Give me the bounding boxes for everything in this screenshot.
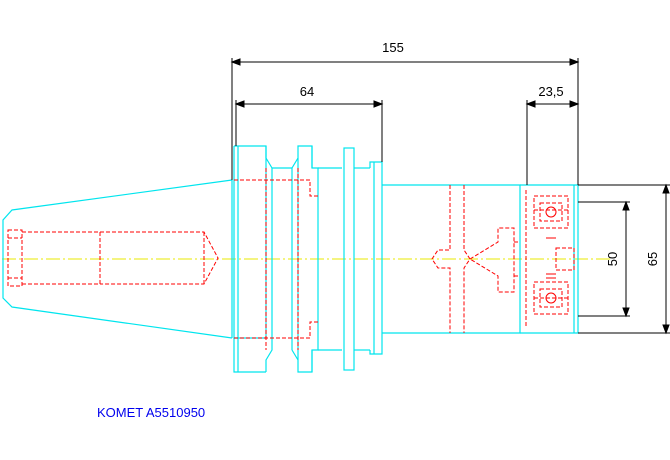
lower-screw-icon <box>545 292 557 304</box>
part-number-caption: KOMET A5510950 <box>97 405 206 420</box>
upper-screw-icon <box>545 206 557 218</box>
dimension-lines <box>230 58 670 335</box>
v-groove-outline <box>265 146 273 372</box>
collar-ring <box>343 147 355 371</box>
thread-bore <box>7 229 23 287</box>
body-outline <box>382 184 521 334</box>
dim-50-label: 50 <box>605 252 620 266</box>
dim-65-label: 65 <box>645 252 660 266</box>
cross-bore <box>431 185 451 333</box>
flange-bore <box>234 179 318 197</box>
upper-insert-pocket <box>533 195 569 229</box>
dim-155-label: 155 <box>382 40 404 55</box>
flange-outline <box>233 145 267 339</box>
dim-64-label: 64 <box>300 84 314 99</box>
lower-insert-pocket <box>533 281 569 315</box>
head-outline <box>520 184 579 334</box>
tool-holder-outline <box>2 145 579 373</box>
dim-23-5-label: 23,5 <box>538 84 563 99</box>
taper-shank-outline <box>2 179 233 339</box>
hidden-features <box>7 168 575 350</box>
